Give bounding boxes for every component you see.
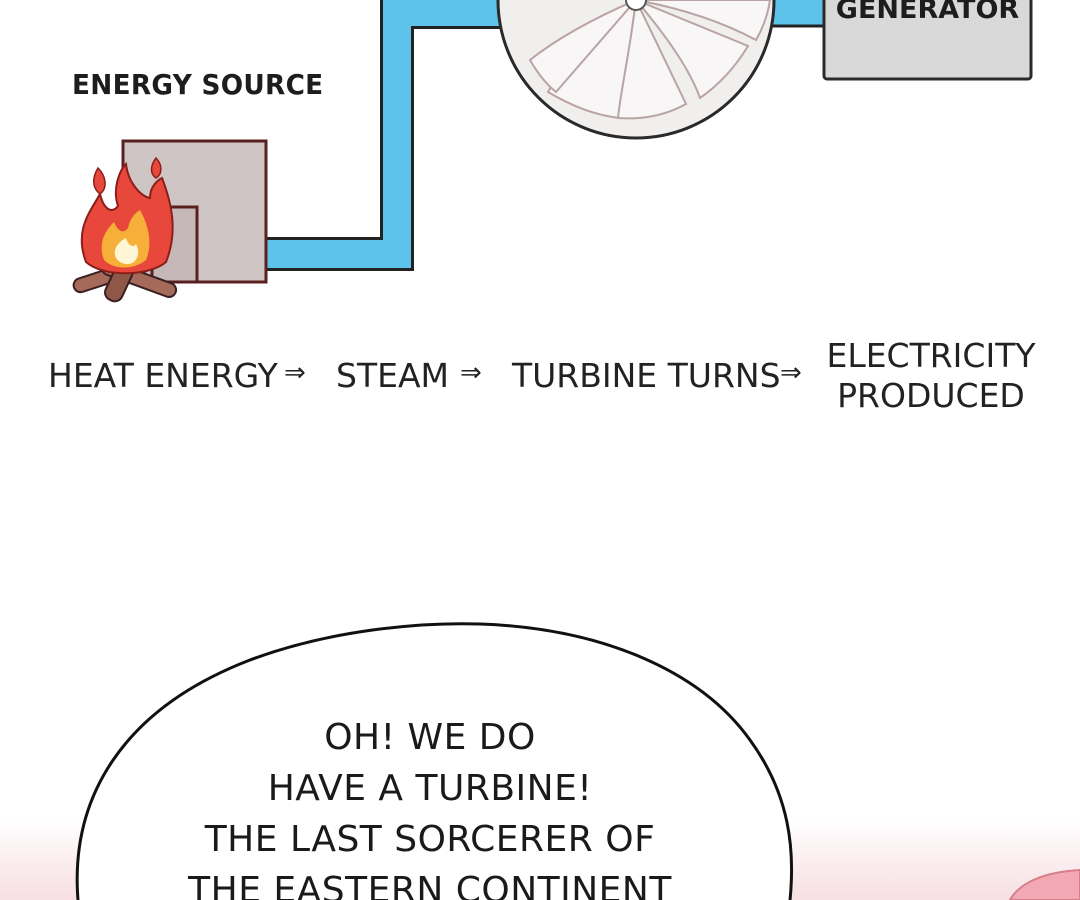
speech-line-4: THE EASTERN CONTINENT — [188, 870, 672, 900]
flow-step-electricity-line2: PRODUCED — [837, 376, 1025, 415]
speech-bubble — [75, 622, 1080, 900]
flow-arrow-icon: ⇒ — [284, 358, 306, 388]
flow-step-turbine-turns: TURBINE TURNS — [512, 356, 781, 395]
fire-icon — [72, 156, 178, 303]
flow-step-electricity-produced: ELECTRICITY PRODUCED — [826, 336, 1036, 416]
energy-source-label: ENERGY SOURCE — [72, 68, 324, 101]
flow-step-heat-energy: HEAT ENERGY — [48, 356, 278, 395]
flow-step-electricity-line1: ELECTRICITY — [826, 336, 1036, 375]
power-plant-diagram — [72, 0, 1033, 303]
generator-box — [822, 0, 1033, 81]
turbine-icon — [496, 0, 776, 140]
speech-line-3: THE LAST SORCERER OF — [204, 819, 656, 860]
flow-arrow-icon: ⇒ — [460, 358, 482, 388]
character-hair-fragment-icon — [1008, 868, 1080, 900]
energy-flow-sequence: HEAT ENERGY ⇒ STEAM ⇒ TURBINE TURNS ⇒ EL… — [0, 336, 1080, 416]
flow-arrow-icon: ⇒ — [780, 358, 802, 388]
speech-line-1: OH! WE DO — [324, 717, 536, 758]
generator-label: GENERATOR — [835, 0, 1020, 25]
flow-step-steam: STEAM — [336, 356, 450, 395]
speech-line-2: HAVE A TURBINE! — [267, 768, 593, 809]
speech-bubble-text: OH! WE DO HAVE A TURBINE! THE LAST SORCE… — [130, 712, 730, 900]
